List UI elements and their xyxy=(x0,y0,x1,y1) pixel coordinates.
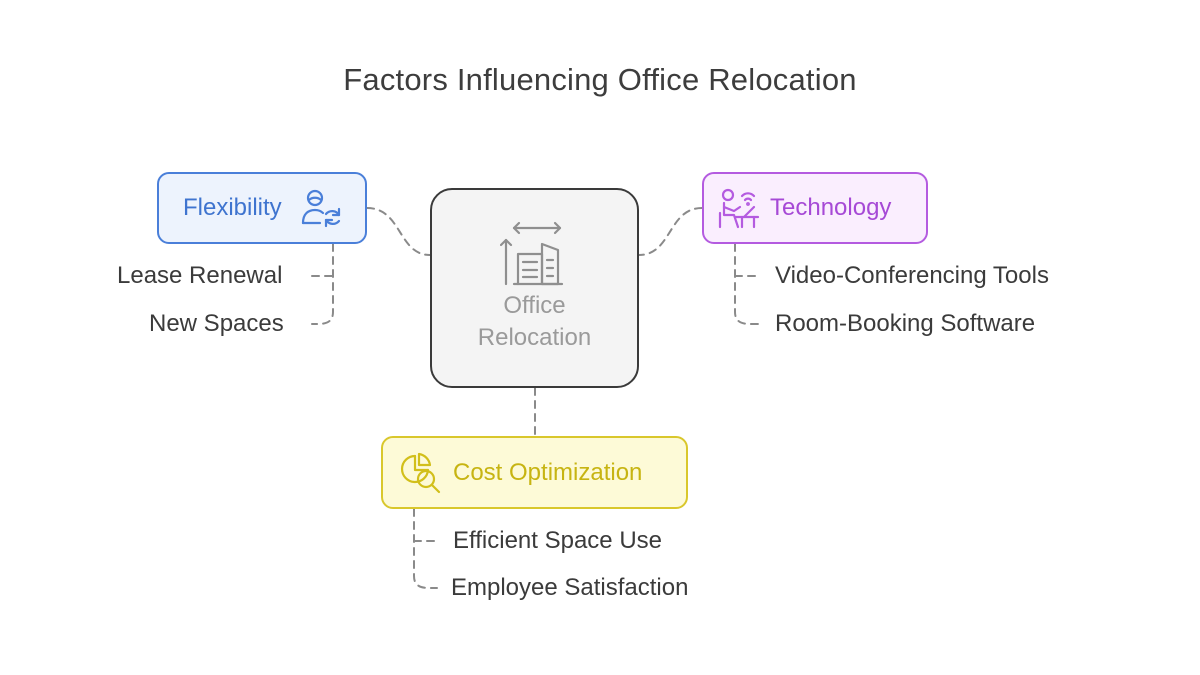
center-label-line1: Office xyxy=(503,292,566,319)
person-at-computer-icon xyxy=(718,187,760,229)
center-label-line2: Relocation xyxy=(477,324,592,351)
connector-flexibility-center xyxy=(366,207,431,256)
user-sync-icon xyxy=(300,187,342,229)
leaf-efficient-space-use: Efficient Space Use xyxy=(453,527,663,554)
office-building-icon xyxy=(499,220,570,286)
leaf-room-booking-software: Room-Booking Software xyxy=(775,310,1036,337)
factor-label-flexibility: Flexibility xyxy=(183,194,282,221)
connector-technology-center xyxy=(638,207,703,256)
leaf-lease-renewal: Lease Renewal xyxy=(117,262,283,289)
leaf-new-spaces: New Spaces xyxy=(149,310,284,337)
connector-flexibility-trunk xyxy=(311,243,334,325)
leaf-employee-satisfaction: Employee Satisfaction xyxy=(451,574,689,601)
diagram-title: Factors Influencing Office Relocation xyxy=(343,62,857,97)
connector-technology-trunk xyxy=(734,243,759,325)
factor-node-technology[interactable]: Technology xyxy=(702,172,928,244)
factor-node-cost-optimization[interactable]: Cost Optimization xyxy=(381,436,688,509)
center-node-office-relocation[interactable]: Office Relocation xyxy=(430,188,639,388)
leaf-video-conferencing-tools: Video-Conferencing Tools xyxy=(775,262,1049,289)
factor-label-cost-optimization: Cost Optimization xyxy=(453,458,643,486)
center-node-label: Office Relocation xyxy=(478,290,591,354)
factor-label-technology: Technology xyxy=(770,194,892,221)
chart-search-icon xyxy=(399,452,441,494)
factor-node-flexibility[interactable]: Flexibility xyxy=(157,172,367,244)
connector-cost-trunk xyxy=(413,508,438,589)
